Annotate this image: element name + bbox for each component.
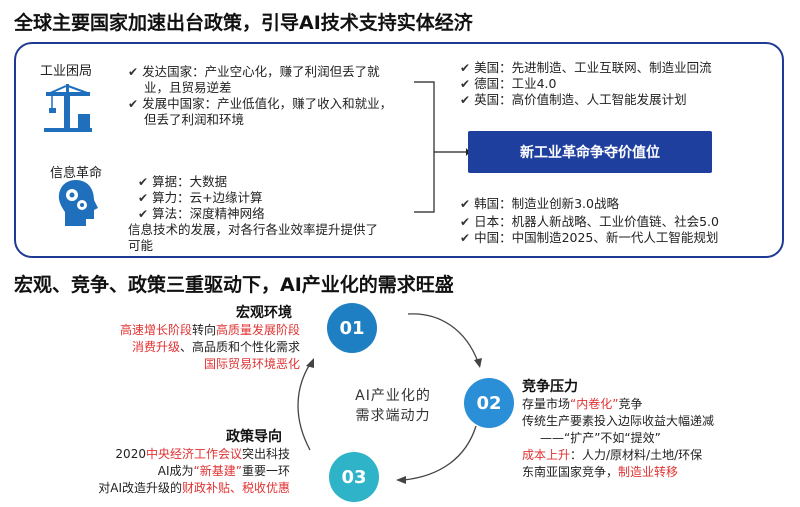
- check-icon: ✔: [128, 97, 139, 111]
- list-item: ✔发展中国家：产业低值化，赚了收入和就业，: [128, 96, 393, 111]
- crane-icon: [44, 84, 92, 132]
- list-item: ✔算法：深度精神网络: [138, 206, 265, 221]
- country-list-bottom: ✔韩国：制造业创新3.0战略 ✔日本：机器人新战略、工业价值链、社会5.0 ✔中…: [460, 196, 719, 246]
- check-icon: ✔: [460, 231, 471, 245]
- section-title-demand: 宏观、竞争、政策三重驱动下，AI产业化的需求旺盛: [14, 274, 454, 296]
- info-label: 信息革命: [50, 166, 103, 181]
- list-item-cont: 业，且贸易逆差: [144, 80, 232, 95]
- list-item: ✔中国：中国制造2025、新一代人工智能规划: [460, 230, 719, 245]
- check-icon: ✔: [460, 77, 471, 91]
- step-circle-01: 01: [327, 303, 377, 353]
- check-icon: ✔: [460, 61, 471, 75]
- section-title-policy: 全球主要国家加速出台政策，引导AI技术支持实体经济: [14, 12, 473, 34]
- policy-title: 政策导向: [226, 429, 282, 445]
- step-circle-02: 02: [464, 378, 514, 428]
- competition-text: 存量市场“内卷化”竞争 传统生产要素投入边际收益大幅递减 ——“扩产”不如“提效…: [522, 397, 715, 479]
- check-icon: ✔: [460, 215, 471, 229]
- list-item: ✔日本：机器人新战略、工业价值链、社会5.0: [460, 214, 719, 229]
- list-item: ✔算据：大数据: [138, 174, 228, 189]
- check-icon: ✔: [460, 93, 471, 107]
- macro-text: 高速增长阶段转向高质量发展阶段 消费升级、高品质和个性化需求 国际贸易环境恶化: [119, 323, 300, 371]
- info-list: ✔算据：大数据 ✔算力：云+边缘计算 ✔算法：深度精神网络: [138, 174, 265, 222]
- check-icon: ✔: [138, 207, 149, 221]
- list-item: ✔韩国：制造业创新3.0战略: [460, 196, 619, 211]
- list-item: ✔德国：工业4.0: [460, 76, 557, 91]
- country-list-top: ✔美国：先进制造、工业互联网、制造业回流 ✔德国：工业4.0 ✔英国：高价值制造…: [460, 60, 712, 108]
- industry-list: ✔发达国家：产业空心化，赚了利润但丢了就 业，且贸易逆差 ✔发展中国家：产业低值…: [128, 64, 392, 128]
- list-item: ✔发达国家：产业空心化，赚了利润但丢了就: [128, 64, 380, 79]
- list-item: ✔算力：云+边缘计算: [138, 190, 263, 205]
- policy-panel: [14, 42, 784, 258]
- competition-title: 竞争压力: [522, 379, 578, 395]
- cycle-arrows: [297, 313, 482, 484]
- list-item-cont: 但丢了利润和环境: [144, 112, 245, 127]
- check-icon: ✔: [128, 65, 139, 79]
- industry-label: 工业困局: [40, 64, 93, 79]
- info-note: 信息技术的发展，对各行各业效率提升提供了 可能: [128, 222, 379, 253]
- check-icon: ✔: [138, 175, 149, 189]
- check-icon: ✔: [138, 191, 149, 205]
- list-item: ✔英国：高价值制造、人工智能发展计划: [460, 92, 687, 107]
- new-industrial-revolution-box: 新工业革命争夺价值位: [468, 131, 712, 173]
- brain-gear-icon: [58, 180, 98, 226]
- check-icon: ✔: [460, 197, 471, 211]
- macro-title: 宏观环境: [236, 305, 292, 321]
- policy-text: 2020中央经济工作会议突出科技 AI成为“新基建”重要一环 对AI改造升级的财…: [98, 447, 290, 495]
- step-circle-03: 03: [329, 452, 379, 502]
- list-item: ✔美国：先进制造、工业互联网、制造业回流: [460, 60, 712, 75]
- cycle-center-text: AI产业化的 需求端动力: [355, 388, 431, 424]
